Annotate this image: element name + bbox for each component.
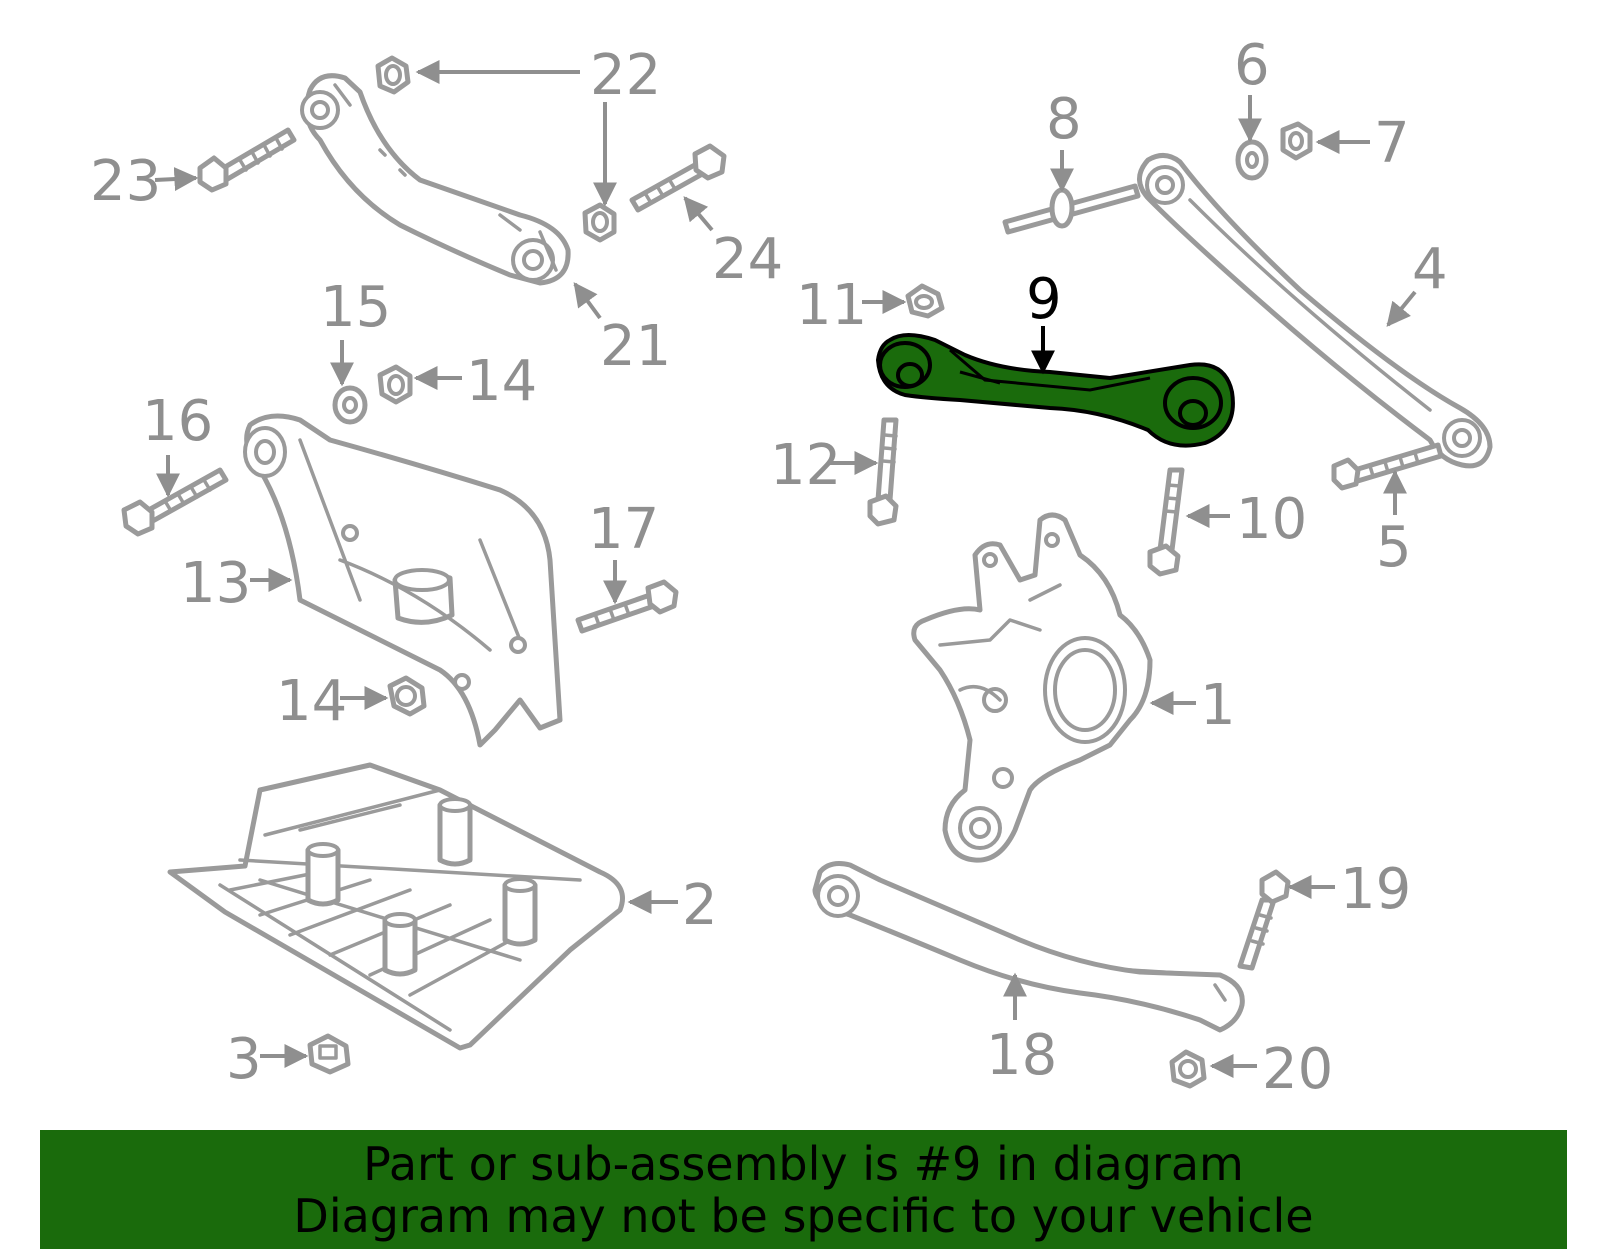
label-2: 2 [682,873,718,938]
part-3-nut [307,1033,351,1075]
part-6-washer [1235,139,1269,181]
label-18: 18 [986,1023,1057,1088]
part-23-bolt [197,127,297,193]
label-6: 6 [1234,33,1270,98]
label-19: 19 [1340,857,1411,922]
part-17-bolt [575,579,679,634]
part-16-bolt [121,467,229,537]
label-22: 22 [590,43,661,108]
label-5: 5 [1376,515,1412,580]
label-24: 24 [712,227,783,292]
label-12: 12 [770,433,841,498]
label-7: 7 [1374,111,1410,176]
part-12-bolt [867,417,899,527]
label-17: 17 [588,497,659,562]
callout-arrows [154,60,1417,1078]
part-14-nut-lower [387,675,427,717]
label-11: 11 [796,273,867,338]
info-banner: Part or sub-assembly is #9 in diagram Di… [40,1130,1567,1249]
part-14-nut-upper [377,364,413,405]
label-14-lower: 14 [276,669,347,734]
part-19-bolt [1237,869,1291,971]
part-1-knuckle [911,512,1153,863]
part-24-bolt [629,143,727,213]
label-16: 16 [142,389,213,454]
label-8: 8 [1046,87,1082,152]
label-1: 1 [1200,673,1236,738]
label-23: 23 [90,149,161,214]
label-15: 15 [320,275,391,340]
label-3: 3 [226,1027,262,1092]
label-9: 9 [1026,267,1062,332]
label-4: 4 [1412,237,1448,302]
label-10: 10 [1236,487,1307,552]
part-13-subframe [243,413,563,748]
label-20: 20 [1262,1037,1333,1102]
part-9-control-arm-highlighted [876,333,1235,448]
part-18-lower-arm [812,861,1245,1033]
part-8-pin [1002,183,1141,235]
part-2-skid-plate [167,762,625,1051]
part-20-nut [1169,1049,1207,1089]
part-5-bolt [1331,442,1444,491]
part-10-bolt [1147,467,1185,577]
part-4-arm [1137,153,1493,469]
callout-labels: 22 23 24 21 8 6 7 4 5 10 11 12 9 1 15 14… [90,33,1448,1102]
part-11-nut [905,283,945,319]
part-7-nut [1280,121,1313,161]
part-15-washer [332,385,368,425]
label-21: 21 [600,314,671,379]
label-13: 13 [180,551,251,616]
banner-line-1: Part or sub-assembly is #9 in diagram [363,1136,1244,1191]
banner-line-2: Diagram may not be specific to your vehi… [293,1188,1314,1243]
label-14-upper: 14 [466,349,537,414]
part-21-control-arm [300,73,571,286]
